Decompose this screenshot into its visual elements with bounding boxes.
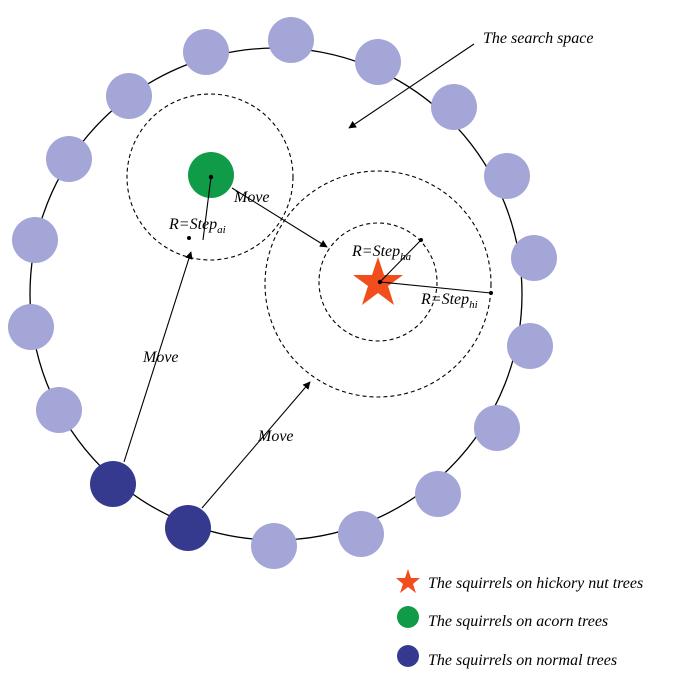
r-step-ha-label: R=Stepha [351,243,412,263]
normal-trees-light [8,17,557,569]
legend-green-circle-icon [397,606,419,628]
normal-tree [36,387,82,433]
r-step-hi-label: R=Stephi [420,291,478,311]
normal-tree [8,304,54,350]
legend-star-icon [396,569,420,593]
r-step-ai-label: R=Stepai [168,216,226,236]
hickory-outer-radius-dot [489,291,493,295]
legend-acorn-label: The squirrels on acorn trees [428,613,608,630]
normal-tree [183,29,229,75]
normal-tree [251,523,297,569]
normal-tree [431,84,477,130]
normal-tree [511,235,557,281]
acorn-radius-circle [126,93,294,261]
normal-tree [12,217,58,263]
search-space-pointer-arrow [348,43,475,129]
normal-tree [106,73,152,119]
normal-tree [474,405,520,451]
search-space-label: The search space [483,30,594,47]
normal-tree [268,17,314,63]
acorn-radius-dot [187,236,191,240]
normal-tree [355,39,401,85]
hickory-inner-radius-line [379,239,422,283]
hickory-inner-radius-dot [419,238,423,242]
normal-tree [484,153,530,199]
move-arrow-normal-to-acorn [123,251,193,463]
normal-tree-squirrel-1 [90,461,136,507]
legend-blue-circle-icon [397,645,419,667]
normal-tree [46,136,92,182]
normal-tree [415,471,461,517]
normal-tree [338,511,384,557]
legend-hickory-label: The squirrels on hickory nut trees [428,575,643,592]
legend: The squirrels on hickory nut trees The s… [396,569,643,669]
move-label-top: Move [233,189,270,206]
move-arrow-normal-to-hickory [201,381,311,509]
hickory-outer-radius-line [379,281,492,294]
hickory-tree-star-icon [353,257,403,305]
move-label-left: Move [142,349,179,366]
acorn-radius-line [202,176,212,241]
legend-normal-label: The squirrels on normal trees [428,652,617,669]
normal-tree-squirrel-2 [165,505,211,551]
hickory-inner-radius-circle [318,222,438,342]
hickory-outer-radius-circle [264,170,492,398]
move-label-bottom: Move [257,428,294,445]
move-arrow-acorn-to-hickory [231,187,328,248]
normal-tree [507,323,553,369]
